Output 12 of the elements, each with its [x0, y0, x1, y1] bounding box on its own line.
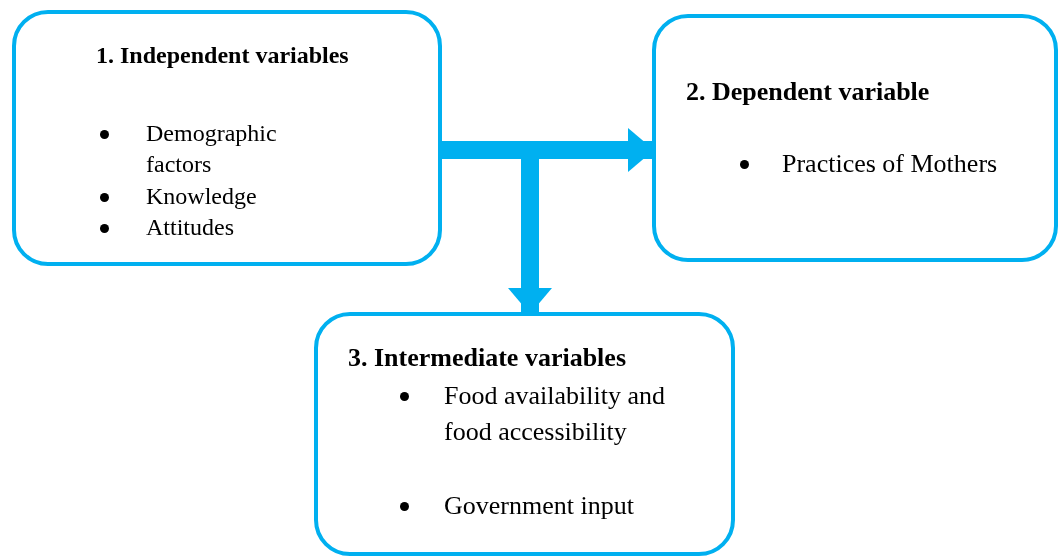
box-heading: 3. Intermediate variables: [348, 342, 627, 374]
rounded-box: [314, 312, 735, 556]
bullet-text: Attitudes: [146, 213, 235, 242]
box-heading: 2. Dependent variable: [686, 76, 931, 108]
rounded-box: [12, 10, 442, 266]
rounded-box: [652, 14, 1058, 262]
box-heading: 1. Independent variables: [96, 41, 350, 70]
bullet-text: Government input: [444, 490, 635, 522]
bullet-text: Knowledge: [146, 182, 258, 211]
bullet-text: Demographic factors: [146, 119, 278, 180]
bullet-text: Food availability and food accessibility: [444, 380, 666, 448]
bullet-text: Practices of Mothers: [782, 148, 999, 180]
